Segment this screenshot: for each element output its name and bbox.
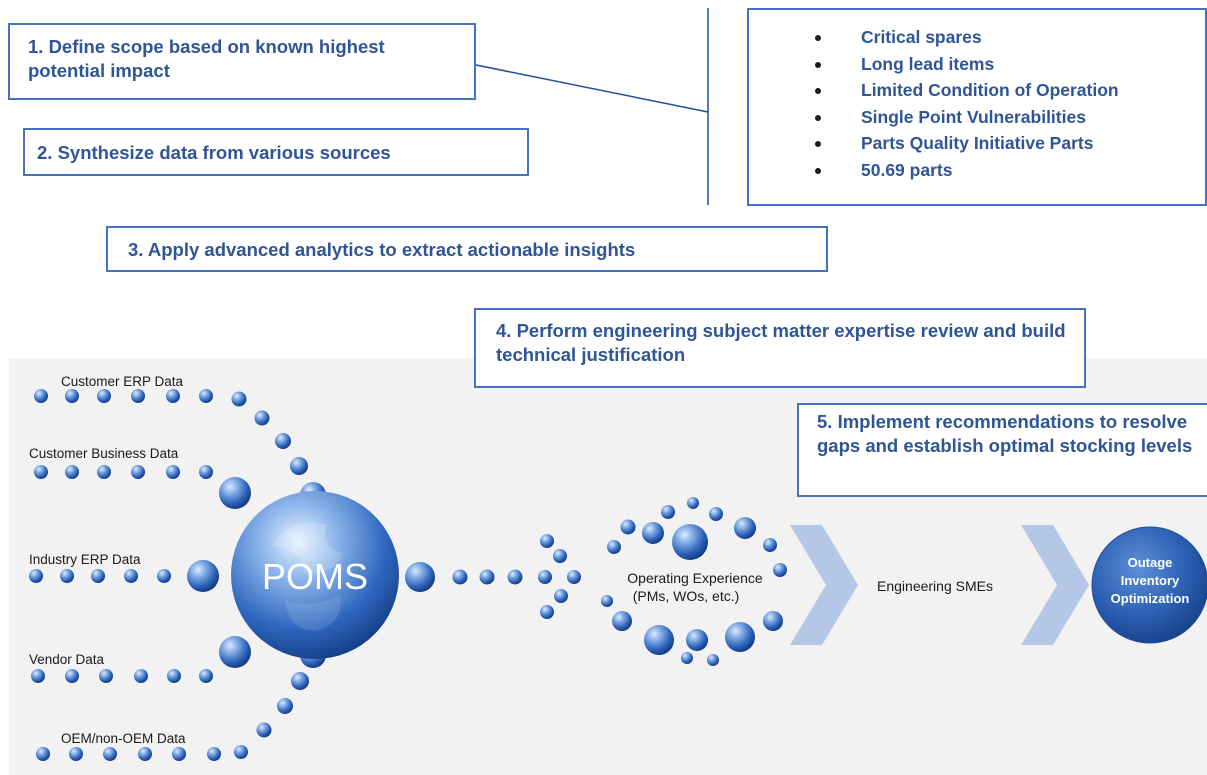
step-3-text: 3. Apply advanced analytics to extract a… [128, 239, 636, 260]
outcome-label: Outage [1128, 555, 1173, 570]
source-label: Customer ERP Data [61, 374, 184, 389]
list-item: Limited Condition of Operation [815, 77, 1205, 104]
poms-hub [231, 491, 399, 659]
list-item: Parts Quality Initiative Parts [815, 130, 1205, 157]
source-label: Customer Business Data [29, 446, 179, 461]
engineering-smes-label: Engineering SMEs [877, 578, 993, 594]
operating-experience-label: Operating Experience [627, 570, 763, 586]
outcome-label: Inventory [1121, 573, 1180, 588]
step-1-text: 1. Define scope based on known highest p… [28, 36, 385, 81]
step-2-text: 2. Synthesize data from various sources [37, 142, 391, 163]
outcome-label: Optimization [1111, 591, 1190, 606]
step-5-box: 5. Implement recommendations to resolve … [797, 403, 1207, 497]
list-item: Single Point Vulnerabilities [815, 104, 1205, 131]
source-dots-vendor [31, 636, 251, 683]
hub-output-dots [405, 534, 581, 619]
step-2-box: 2. Synthesize data from various sources [23, 128, 529, 176]
operating-experience-sublabel: (PMs, WOs, etc.) [633, 588, 740, 604]
step-3-box: 3. Apply advanced analytics to extract a… [106, 226, 828, 272]
chevron-arrow-2 [1021, 525, 1089, 645]
step-4-text: 4. Perform engineering subject matter ex… [496, 320, 1066, 365]
source-dots-industry-erp [29, 560, 219, 592]
list-item: Long lead items [815, 51, 1205, 78]
poms-label: POMS [262, 556, 368, 597]
step-5-text: 5. Implement recommendations to resolve … [817, 411, 1193, 456]
step-4-box: 4. Perform engineering subject matter ex… [474, 308, 1086, 388]
list-item: Critical spares [815, 24, 1205, 51]
step-1-box: 1. Define scope based on known highest p… [8, 23, 476, 100]
scope-list: Critical spares Long lead items Limited … [815, 24, 1205, 183]
source-label: OEM/non-OEM Data [61, 731, 186, 746]
source-label: Industry ERP Data [29, 552, 141, 567]
chevron-arrow-1 [790, 525, 858, 645]
scope-list-box: Critical spares Long lead items Limited … [747, 8, 1207, 206]
outcome-circle [1091, 526, 1207, 644]
operating-experience-ring [601, 497, 787, 666]
source-label: Vendor Data [29, 652, 105, 667]
source-dots-customer-business [34, 465, 251, 509]
list-item: 50.69 parts [815, 157, 1205, 184]
